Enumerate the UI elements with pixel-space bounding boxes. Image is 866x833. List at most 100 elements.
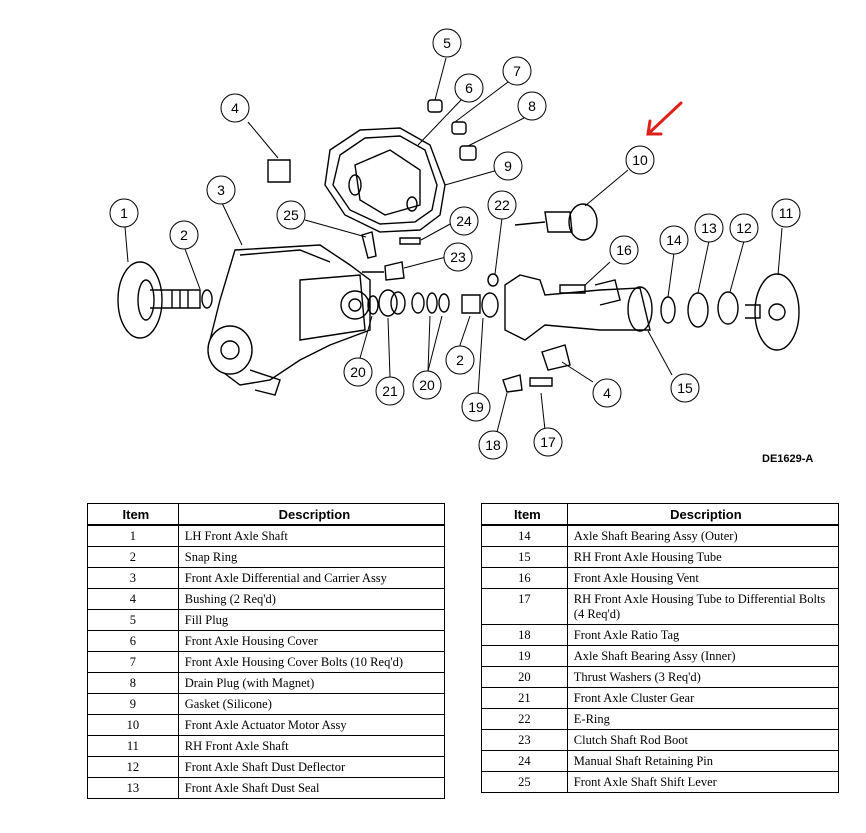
item-description: Front Axle Actuator Motor Assy	[177, 714, 446, 736]
item-number: 20	[481, 666, 568, 688]
item-description: E-Ring	[566, 708, 840, 730]
item-number: 2	[87, 546, 179, 568]
callout-4: 4	[231, 100, 239, 116]
item-number: 14	[481, 524, 568, 547]
item-description: Manual Shaft Retaining Pin	[566, 750, 840, 772]
header-description: Description	[177, 503, 446, 526]
item-number: 15	[481, 546, 568, 568]
item-description: LH Front Axle Shaft	[177, 524, 446, 547]
callout-19: 19	[468, 399, 484, 415]
dust-deflector-drawing	[717, 291, 739, 325]
item-number: 8	[87, 672, 179, 694]
item-description: Front Axle Cluster Gear	[566, 687, 840, 709]
housing-cover-drawing	[324, 127, 446, 233]
callout-2-center: 2	[456, 352, 464, 368]
outer-bearing-drawing	[660, 296, 676, 324]
item-description: Front Axle Housing Vent	[566, 567, 840, 589]
callout-18: 18	[485, 437, 501, 453]
dust-seal-drawing	[687, 292, 709, 328]
diagram-code: DE1629-A	[762, 453, 814, 465]
item-number: 25	[481, 771, 568, 793]
item-number: 17	[481, 588, 568, 625]
item-number: 22	[481, 708, 568, 730]
vent-drawing	[559, 284, 586, 294]
tube-bolt-drawing	[529, 377, 553, 387]
item-description: Front Axle Housing Cover Bolts (10 Req'd…	[177, 651, 446, 673]
callout-24: 24	[456, 213, 472, 229]
item-description: Axle Shaft Bearing Assy (Inner)	[566, 645, 840, 667]
callout-20-left: 20	[350, 364, 366, 380]
header-item: Item	[87, 503, 179, 526]
item-number: 21	[481, 687, 568, 709]
lh-axle-shaft-drawing	[117, 261, 201, 339]
item-number: 18	[481, 624, 568, 646]
item-number: 3	[87, 567, 179, 589]
item-description: Front Axle Shaft Shift Lever	[566, 771, 840, 793]
exploded-axle-diagram: 1 2 3 4 5 6 7 8 9 10 11 12 13 14 15 16 1…	[109, 28, 801, 460]
retaining-pin-drawing	[399, 237, 421, 245]
callout-3: 3	[217, 182, 225, 198]
item-number: 5	[87, 609, 179, 631]
callout-17: 17	[540, 434, 556, 450]
item-number: 11	[87, 735, 179, 757]
shift-lever-drawing	[361, 231, 377, 259]
rh-axle-shaft-drawing	[745, 273, 800, 351]
callout-23: 23	[450, 249, 466, 265]
item-description: Bushing (2 Req'd)	[177, 588, 446, 610]
item-description: Gasket (Silicone)	[177, 693, 446, 715]
item-description: Axle Shaft Bearing Assy (Outer)	[566, 524, 840, 547]
item-number: 19	[481, 645, 568, 667]
ratio-tag-drawing	[502, 374, 523, 393]
drain-plug-drawing	[459, 145, 477, 161]
callout-13: 13	[701, 220, 717, 236]
rod-boot-drawing	[384, 261, 405, 281]
item-description: Front Axle Housing Cover	[177, 630, 446, 652]
callout-10: 10	[632, 152, 648, 168]
item-number: 24	[481, 750, 568, 772]
bushing-right-drawing	[541, 344, 571, 371]
callout-2: 2	[180, 227, 188, 243]
callout-4-right: 4	[603, 385, 611, 401]
item-number: 13	[87, 777, 179, 799]
header-item: Item	[481, 503, 568, 526]
callout-14: 14	[666, 232, 682, 248]
item-description: RH Front Axle Shaft	[177, 735, 446, 757]
item-number: 7	[87, 651, 179, 673]
housing-tube-drawing	[504, 274, 653, 341]
item-number: 23	[481, 729, 568, 751]
callout-25: 25	[283, 207, 299, 223]
item-description: Thrust Washers (3 Req'd)	[566, 666, 840, 688]
cover-bolt-drawing	[451, 121, 467, 135]
callout-5: 5	[443, 35, 451, 51]
callout-12: 12	[736, 220, 752, 236]
item-number: 10	[87, 714, 179, 736]
item-description: Front Axle Ratio Tag	[566, 624, 840, 646]
callout-22: 22	[494, 197, 510, 213]
item-number: 16	[481, 567, 568, 589]
header-description: Description	[566, 503, 840, 526]
callout-9: 9	[504, 158, 512, 174]
snap-ring-drawing	[201, 289, 213, 309]
item-description: RH Front Axle Housing Tube	[566, 546, 840, 568]
item-number: 4	[87, 588, 179, 610]
item-description: Front Axle Differential and Carrier Assy	[177, 567, 446, 589]
callout-20: 20	[419, 377, 435, 393]
bushing-drawing	[267, 159, 291, 183]
